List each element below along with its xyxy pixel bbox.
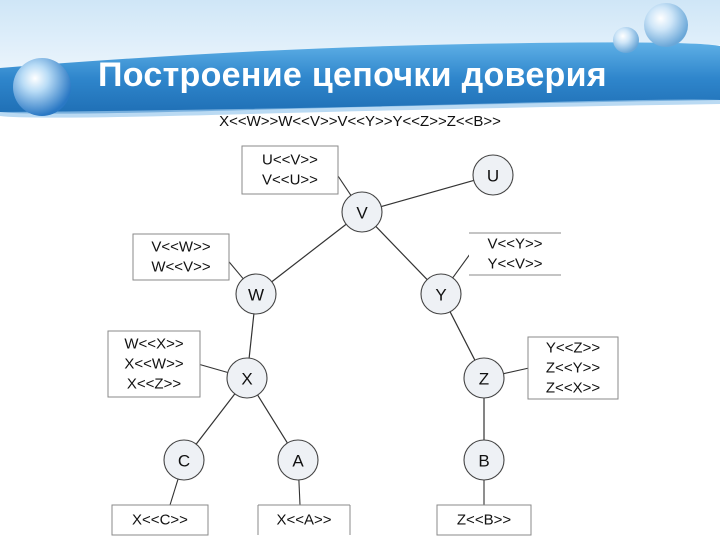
- edge-w-x: [248, 313, 255, 359]
- certificate-link-z: [503, 367, 530, 375]
- node-b: B: [463, 439, 505, 481]
- slide-title: Построение цепочки доверия: [98, 56, 607, 94]
- trust-chain-path: X<<W>>W<<V>>V<<Y>>Y<<Z>>Z<<B>>: [219, 113, 501, 130]
- node-c: C: [163, 439, 205, 481]
- title-banner: [0, 0, 720, 120]
- node-label: A: [292, 452, 304, 471]
- certificate-line: Z<<X>>: [546, 380, 600, 397]
- node-y: Y: [420, 273, 462, 315]
- node-circle: [235, 273, 277, 315]
- node-label: V: [356, 204, 368, 223]
- node-w: W: [235, 273, 277, 315]
- certificate-line: U<<V>>: [262, 152, 318, 169]
- certificate-box-x: W<<X>> X<<W>> X<<Z>>: [107, 330, 201, 398]
- edge-u-v: [381, 179, 474, 208]
- certificate-box-c: X<<C>>: [111, 504, 209, 536]
- node-circle: [420, 273, 462, 315]
- node-u: U: [472, 154, 514, 196]
- certificate-line: Y<<V>>: [487, 256, 542, 273]
- certificate-line: X<<W>>: [124, 356, 183, 373]
- certificate-line: V<<U>>: [262, 172, 318, 189]
- node-z: Z: [463, 357, 505, 399]
- edge-y-z: [449, 311, 476, 361]
- edge-x-a: [257, 394, 288, 444]
- node-circle: [341, 191, 383, 233]
- certificate-line: X<<Z>>: [127, 376, 181, 393]
- certificate-line: Z<<Y>>: [546, 360, 600, 377]
- node-circle: [463, 439, 505, 481]
- node-label: C: [178, 452, 190, 471]
- node-label: X: [241, 370, 252, 389]
- certificate-box-v: V<<W>> W<<V>>: [132, 233, 230, 281]
- node-v: V: [341, 191, 383, 233]
- certificate-line: V<<W>>: [151, 239, 210, 256]
- certificate-line: Z<<B>>: [457, 512, 511, 529]
- orb-decoration-right: [644, 3, 688, 47]
- certificate-line: Y<<Z>>: [546, 340, 600, 357]
- certificate-line: W<<X>>: [124, 336, 183, 353]
- node-label: B: [478, 452, 489, 471]
- orb-decoration-small: [613, 27, 639, 53]
- certificate-box-a: X<<A>>: [257, 504, 351, 535]
- certificate-box-b: Z<<B>>: [436, 504, 532, 536]
- certificate-link-x: [197, 363, 228, 374]
- certificate-line: X<<C>>: [132, 512, 188, 529]
- certificate-box-z: Y<<Z>> Z<<Y>> Z<<X>>: [527, 336, 619, 400]
- edge-x-c: [195, 393, 236, 445]
- certificate-box-u: U<<V>> V<<U>>: [241, 145, 339, 195]
- node-label: W: [248, 286, 264, 305]
- certificate-line: V<<Y>>: [487, 236, 542, 253]
- edge-v-w: [271, 223, 347, 283]
- tree-nodes: U V W Y X Z C A B: [163, 154, 514, 481]
- orb-decoration-left: [13, 58, 71, 116]
- certificate-line: W<<V>>: [151, 259, 210, 276]
- node-a: A: [277, 439, 319, 481]
- node-circle: [277, 439, 319, 481]
- certificate-link-c: [169, 478, 179, 506]
- certificate-box-y: V<<Y>> Y<<V>>: [469, 232, 561, 276]
- node-circle: [463, 357, 505, 399]
- node-label: Y: [435, 286, 446, 305]
- certificate-line: X<<A>>: [276, 512, 331, 529]
- node-x: X: [226, 357, 268, 399]
- certificate-link-a: [298, 479, 301, 506]
- certificate-boxes: U<<V>> V<<U>> V<<W>> W<<V>> V<<Y>> Y<<V>> W<<X…: [107, 145, 619, 536]
- certificate-link-y: [452, 253, 471, 279]
- node-label: U: [487, 167, 499, 186]
- node-label: Z: [479, 370, 489, 389]
- edge-v-y: [375, 225, 428, 281]
- tree-edges: [195, 179, 485, 445]
- node-circle: [472, 154, 514, 196]
- node-circle: [226, 357, 268, 399]
- node-circle: [163, 439, 205, 481]
